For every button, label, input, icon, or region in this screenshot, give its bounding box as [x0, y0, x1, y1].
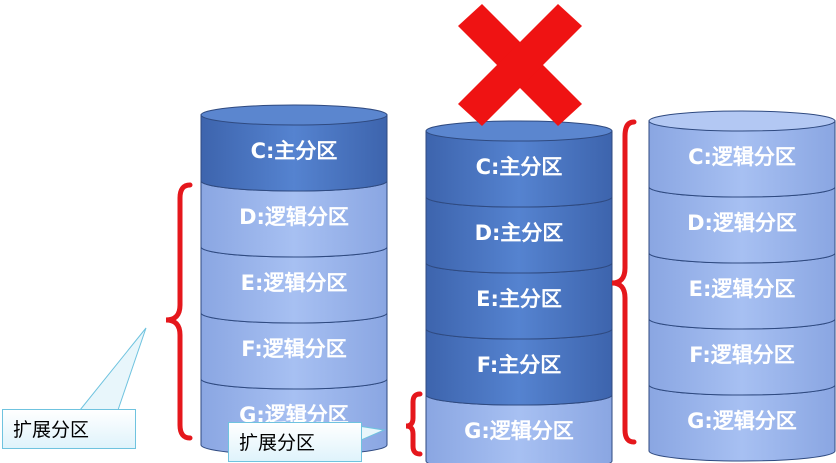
red-x-icon [458, 4, 582, 126]
disk-stack-middle: G:逻辑分区 F:主分区 E:主分区 D:主分区 C:主分区 [426, 121, 612, 463]
partition-label: F:逻辑分区 [689, 343, 795, 367]
partition-label: D:主分区 [475, 221, 564, 245]
extended-partition-callout-left: 扩展分区 [2, 409, 136, 449]
partition-label: C:主分区 [251, 139, 338, 163]
disk-stack-right: G:逻辑分区 F:逻辑分区 E:逻辑分区 D:逻辑分区 C:逻辑分区 [649, 111, 835, 461]
partition-label: G:逻辑分区 [687, 409, 797, 433]
partition-label: F:逻辑分区 [241, 337, 347, 361]
partition-segment: C:主分区 [426, 121, 612, 207]
partition-label: D:逻辑分区 [687, 211, 797, 235]
partition-segment: C:主分区 [201, 105, 387, 191]
extended-partition-callout-middle: 扩展分区 [228, 422, 362, 462]
partition-top [426, 121, 612, 141]
extended-partition-brace-left [166, 185, 190, 438]
partition-label: E:主分区 [476, 287, 562, 311]
callout-left-pointer [80, 328, 146, 410]
extended-partition-brace-middle [406, 394, 420, 454]
partition-label: C:主分区 [476, 155, 563, 179]
partition-label: E:逻辑分区 [689, 277, 796, 301]
partition-top [649, 111, 835, 131]
partition-label: D:逻辑分区 [239, 205, 349, 229]
partition-label: G:逻辑分区 [464, 419, 574, 443]
partition-top [201, 105, 387, 125]
partition-label: C:逻辑分区 [688, 145, 796, 169]
extended-partition-brace-right [612, 122, 634, 442]
partition-label: E:逻辑分区 [241, 271, 348, 295]
partition-segment: C:逻辑分区 [649, 111, 835, 197]
partition-label: F:主分区 [477, 353, 562, 377]
